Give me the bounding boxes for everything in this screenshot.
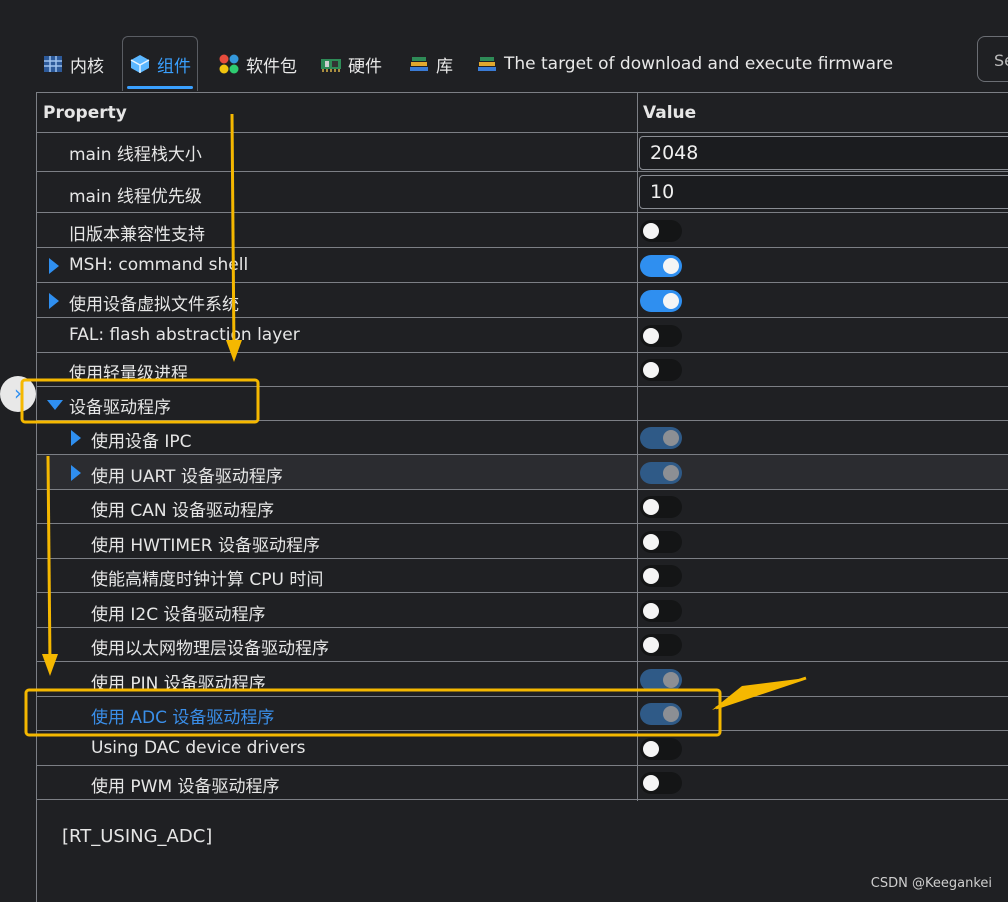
property-label: MSH: command shell bbox=[69, 255, 249, 275]
property-label: 使用设备 IPC bbox=[91, 432, 192, 452]
toggle-switch[interactable] bbox=[640, 462, 682, 484]
grid-header: Property Value bbox=[37, 93, 1008, 133]
description-panel-border bbox=[36, 800, 37, 902]
expand-arrow-icon[interactable] bbox=[49, 258, 59, 274]
toggle-switch[interactable] bbox=[640, 669, 682, 691]
column-header-property: Property bbox=[43, 103, 127, 123]
library-books-icon bbox=[478, 57, 496, 71]
toggle-switch[interactable] bbox=[640, 290, 682, 312]
toggle-switch[interactable] bbox=[640, 738, 682, 760]
tab-component[interactable]: 组件 bbox=[122, 36, 198, 91]
hardware-board-icon bbox=[321, 59, 341, 72]
collapse-arrow-icon[interactable] bbox=[47, 400, 63, 410]
property-row[interactable]: 使用设备 IPC bbox=[37, 420, 1008, 455]
column-divider bbox=[637, 93, 638, 801]
property-row[interactable]: 使用 CAN 设备驱动程序 bbox=[37, 489, 1008, 524]
property-row[interactable]: Using DAC device drivers bbox=[37, 731, 1008, 766]
priority-input[interactable] bbox=[639, 175, 1008, 209]
toggle-switch[interactable] bbox=[640, 565, 682, 587]
property-label: 使用 HWTIMER 设备驱动程序 bbox=[91, 536, 321, 556]
toggle-switch[interactable] bbox=[640, 325, 682, 347]
tab-label: 组件 bbox=[157, 56, 191, 77]
property-label: 使用 ADC 设备驱动程序 bbox=[91, 708, 275, 728]
toggle-switch[interactable] bbox=[640, 703, 682, 725]
property-label: 使用设备虚拟文件系统 bbox=[69, 295, 239, 315]
property-label: 使用轻量级进程 bbox=[69, 364, 188, 384]
tab-library[interactable]: 库 bbox=[408, 48, 453, 80]
watermark-credit: CSDN @Keegankei bbox=[870, 876, 992, 891]
tab-hardware[interactable]: 硬件 bbox=[320, 48, 382, 80]
property-row[interactable]: 使能高精度时钟计算 CPU 时间 bbox=[37, 558, 1008, 593]
property-label: 使用 I2C 设备驱动程序 bbox=[91, 605, 266, 625]
toggle-switch[interactable] bbox=[640, 634, 682, 656]
property-row[interactable]: 使用 UART 设备驱动程序 bbox=[37, 455, 1008, 490]
toggle-switch[interactable] bbox=[640, 531, 682, 553]
property-label: 旧版本兼容性支持 bbox=[69, 225, 205, 245]
property-row[interactable]: 使用以太网物理层设备驱动程序 bbox=[37, 627, 1008, 662]
column-header-value: Value bbox=[643, 103, 697, 123]
stack-size-input[interactable] bbox=[639, 136, 1008, 170]
packages-icon bbox=[219, 54, 239, 74]
toggle-switch[interactable] bbox=[640, 772, 682, 794]
kernel-icon bbox=[44, 56, 62, 72]
search-text: Se bbox=[994, 51, 1008, 70]
toggle-switch[interactable] bbox=[640, 220, 682, 242]
property-description: [RT_USING_ADC] bbox=[62, 826, 213, 847]
tab-label: The target of download and execute firmw… bbox=[504, 54, 894, 74]
property-row[interactable]: MSH: command shell bbox=[37, 248, 1008, 283]
property-row[interactable]: 使用 PIN 设备驱动程序 bbox=[37, 662, 1008, 697]
property-label: 使用 CAN 设备驱动程序 bbox=[91, 501, 275, 521]
property-row[interactable]: 使用 PWM 设备驱动程序 bbox=[37, 765, 1008, 800]
tab-bar: 内核 组件 软件包 硬件 库 The target of download an… bbox=[0, 0, 1008, 92]
panel-expand-chevron-icon[interactable]: › bbox=[0, 376, 36, 412]
property-row[interactable]: 使用设备虚拟文件系统 bbox=[37, 283, 1008, 318]
property-row[interactable]: 使用 ADC 设备驱动程序 bbox=[37, 696, 1008, 731]
property-row[interactable]: 设备驱动程序 bbox=[37, 386, 1008, 421]
property-label: 使用 PIN 设备驱动程序 bbox=[91, 674, 266, 694]
property-label: Using DAC device drivers bbox=[91, 738, 306, 758]
tab-label: 软件包 bbox=[246, 56, 297, 77]
property-label: main 线程优先级 bbox=[69, 187, 202, 207]
tab-download-target[interactable]: The target of download and execute firmw… bbox=[476, 48, 893, 80]
property-label: 使用 UART 设备驱动程序 bbox=[91, 467, 283, 487]
toggle-switch[interactable] bbox=[640, 359, 682, 381]
toggle-switch[interactable] bbox=[640, 496, 682, 518]
property-label: main 线程栈大小 bbox=[69, 145, 202, 165]
tab-packages[interactable]: 软件包 bbox=[218, 48, 297, 80]
property-row[interactable]: main 线程栈大小 bbox=[37, 133, 1008, 172]
property-grid: Property Value main 线程栈大小 main 线程优先级 旧版本… bbox=[36, 92, 1008, 801]
tab-label: 硬件 bbox=[348, 56, 382, 77]
property-row[interactable]: 使用轻量级进程 bbox=[37, 352, 1008, 387]
property-row[interactable]: 使用 HWTIMER 设备驱动程序 bbox=[37, 524, 1008, 559]
property-label: 使用 PWM 设备驱动程序 bbox=[91, 777, 280, 797]
tab-kernel[interactable]: 内核 bbox=[42, 48, 104, 80]
property-label: 使用以太网物理层设备驱动程序 bbox=[91, 639, 329, 659]
property-row[interactable]: main 线程优先级 bbox=[37, 172, 1008, 213]
property-label: FAL: flash abstraction layer bbox=[69, 325, 300, 345]
toggle-switch[interactable] bbox=[640, 600, 682, 622]
property-label: 设备驱动程序 bbox=[69, 398, 171, 418]
property-row[interactable]: FAL: flash abstraction layer bbox=[37, 318, 1008, 353]
tab-label: 内核 bbox=[70, 56, 104, 77]
library-books-icon bbox=[410, 57, 428, 71]
tab-label: 库 bbox=[436, 56, 453, 77]
toggle-switch[interactable] bbox=[640, 427, 682, 449]
toggle-switch[interactable] bbox=[640, 255, 682, 277]
expand-arrow-icon[interactable] bbox=[71, 465, 81, 481]
property-row[interactable]: 使用 I2C 设备驱动程序 bbox=[37, 593, 1008, 628]
search-input[interactable]: Se bbox=[977, 36, 1008, 82]
expand-arrow-icon[interactable] bbox=[71, 430, 81, 446]
property-label: 使能高精度时钟计算 CPU 时间 bbox=[91, 570, 324, 590]
property-row[interactable]: 旧版本兼容性支持 bbox=[37, 213, 1008, 248]
component-cube-icon bbox=[130, 55, 150, 73]
expand-arrow-icon[interactable] bbox=[49, 293, 59, 309]
